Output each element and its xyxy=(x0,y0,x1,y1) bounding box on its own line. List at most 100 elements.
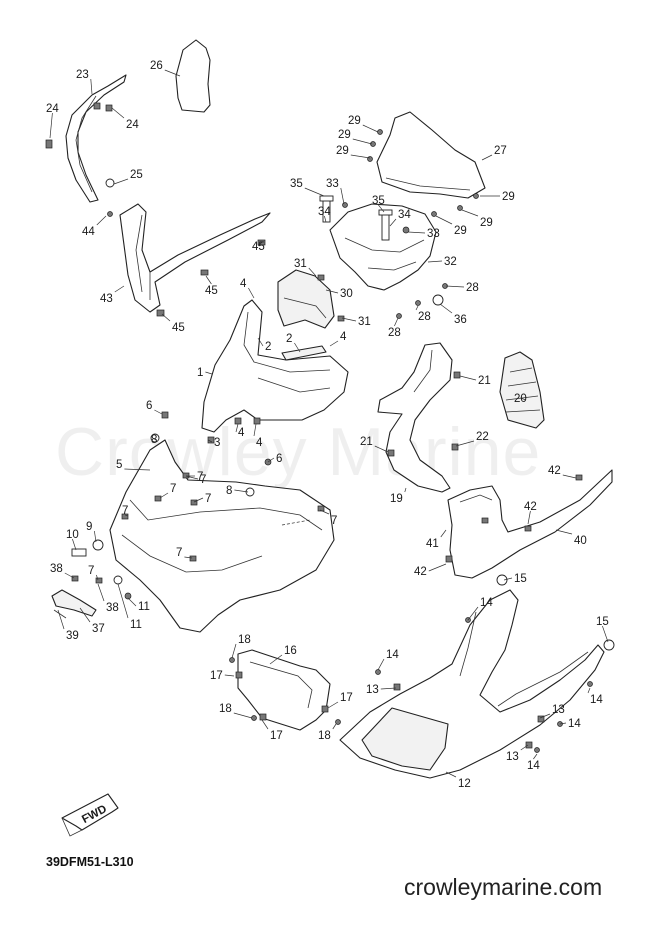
callout-leader-40 xyxy=(555,529,573,535)
callout-label-7: 7 xyxy=(205,493,211,505)
callout-label-17: 17 xyxy=(340,692,353,704)
callout-label-42: 42 xyxy=(414,566,427,578)
callout-leader-4 xyxy=(253,423,257,437)
callout-leader-13 xyxy=(380,687,397,690)
callout-label-18: 18 xyxy=(219,703,232,715)
callout-label-28: 28 xyxy=(466,282,479,294)
callout-label-5: 5 xyxy=(116,459,122,471)
callout-leader-38 xyxy=(64,572,75,579)
callout-label-3: 3 xyxy=(214,437,220,449)
callout-leader-4 xyxy=(235,423,239,433)
callout-label-38: 38 xyxy=(106,602,119,614)
part-20-grille xyxy=(499,351,545,429)
callout-leader-42 xyxy=(562,474,577,479)
callout-label-32: 32 xyxy=(444,256,457,268)
callout-label-21: 21 xyxy=(478,375,491,387)
callout-leader-31 xyxy=(308,267,317,277)
callout-label-28: 28 xyxy=(418,311,431,323)
callout-leader-2 xyxy=(257,337,264,347)
callout-leader-28 xyxy=(394,317,399,327)
callout-label-16: 16 xyxy=(284,645,297,657)
callout-label-18: 18 xyxy=(238,634,251,646)
callout-leader-14 xyxy=(533,753,538,760)
callout-leader-23 xyxy=(90,78,93,95)
callout-label-7: 7 xyxy=(200,474,206,486)
callout-label-42: 42 xyxy=(548,465,561,477)
callout-leader-42 xyxy=(428,563,447,572)
callout-label-13: 13 xyxy=(506,751,519,763)
callout-label-17: 17 xyxy=(210,670,223,682)
callout-leader-32 xyxy=(427,260,443,263)
callout-label-15: 15 xyxy=(514,573,527,585)
part-43-side-cover xyxy=(119,203,271,313)
callout-label-29: 29 xyxy=(502,191,515,203)
callout-label-7: 7 xyxy=(197,471,203,483)
callout-leader-26 xyxy=(164,69,181,77)
part-30-bracket xyxy=(277,269,335,329)
callout-label-39: 39 xyxy=(66,630,79,642)
part-5-front-lower-cover xyxy=(109,439,335,633)
callout-leader-15 xyxy=(602,625,609,643)
callout-label-29: 29 xyxy=(480,217,493,229)
part-26-panel xyxy=(175,39,211,113)
callout-label-13: 13 xyxy=(552,704,565,716)
callout-leader-4 xyxy=(248,287,255,299)
callout-leader-17 xyxy=(327,701,339,709)
callout-label-37: 37 xyxy=(92,623,105,635)
callout-label-45: 45 xyxy=(252,241,265,253)
callout-leader-18 xyxy=(231,643,237,659)
callout-label-38: 38 xyxy=(50,563,63,575)
callout-leader-28 xyxy=(445,285,465,288)
callout-leader-11 xyxy=(127,597,137,607)
callout-leader-13 xyxy=(539,713,551,719)
callout-label-6: 6 xyxy=(146,400,152,412)
part-27-windshield xyxy=(376,111,486,199)
callout-label-11: 11 xyxy=(130,619,142,631)
callout-label-13: 13 xyxy=(366,684,379,696)
callout-leader-45 xyxy=(161,313,171,322)
callout-label-31: 31 xyxy=(294,258,307,270)
callout-leader-22 xyxy=(455,440,475,447)
callout-leader-17 xyxy=(224,674,235,677)
callout-label-26: 26 xyxy=(150,60,163,72)
callout-leader-15 xyxy=(503,577,513,581)
callout-leader-29 xyxy=(435,215,453,225)
callout-leader-35 xyxy=(304,187,325,197)
callout-label-11: 11 xyxy=(138,601,150,613)
callout-leader-43 xyxy=(114,285,125,293)
callout-label-4: 4 xyxy=(256,437,263,449)
callout-label-34: 34 xyxy=(318,206,331,218)
callout-leader-31 xyxy=(341,317,357,322)
part-23-upper-strip xyxy=(65,74,127,203)
callout-label-28: 28 xyxy=(388,327,401,339)
callout-label-15: 15 xyxy=(596,616,609,628)
callout-leader-19 xyxy=(404,487,407,493)
callout-label-14: 14 xyxy=(568,718,581,730)
callout-leader-12 xyxy=(445,771,457,778)
callout-label-35: 35 xyxy=(372,195,385,207)
callout-leader-34 xyxy=(389,218,397,227)
callout-leader-16 xyxy=(269,654,283,665)
callout-leader-10 xyxy=(72,538,77,551)
callout-leader-29 xyxy=(350,154,371,159)
callout-leader-14 xyxy=(559,722,567,725)
callout-leader-8 xyxy=(154,438,157,441)
callout-label-7: 7 xyxy=(88,565,94,577)
callout-leader-7 xyxy=(96,574,99,581)
callout-label-23: 23 xyxy=(76,69,89,81)
callout-leader-14 xyxy=(467,606,479,621)
callout-label-43: 43 xyxy=(100,293,113,305)
callout-label-4: 4 xyxy=(238,427,245,439)
callout-label-24: 24 xyxy=(46,103,59,115)
callout-label-41: 41 xyxy=(426,538,439,550)
callout-leader-37 xyxy=(79,607,91,623)
callout-leader-21 xyxy=(459,375,477,381)
part-40-lower-side-panel xyxy=(447,469,613,579)
callout-label-40: 40 xyxy=(574,535,587,547)
callout-leader-29 xyxy=(362,124,379,133)
callout-label-34: 34 xyxy=(398,209,411,221)
callout-label-1: 1 xyxy=(197,367,203,379)
callout-label-14: 14 xyxy=(527,760,540,772)
callout-leader-14 xyxy=(587,687,591,694)
callout-leader-24 xyxy=(49,112,53,139)
